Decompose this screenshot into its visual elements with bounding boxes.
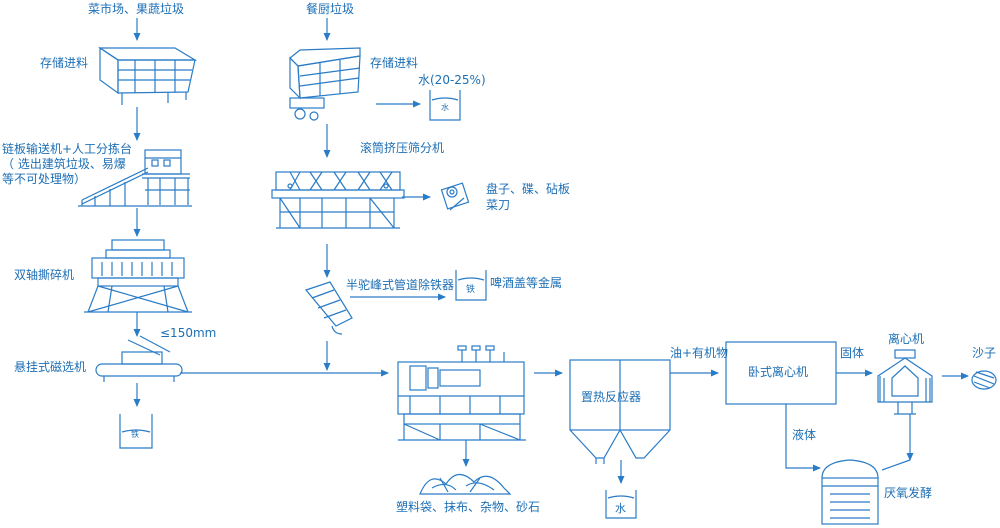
twin-shaft-shredder: [84, 239, 192, 313]
kitchen-waste-label: 餐厨垃圾: [306, 2, 355, 16]
particle-size-label: ≤150mm: [160, 326, 217, 340]
iron-tag-mid: 铁: [466, 283, 475, 295]
water-tag-top: 水: [441, 102, 449, 112]
plastic-bags-label: 塑料袋、抹布、杂物、砂石: [396, 500, 541, 514]
pipeline-iron-remover: [304, 281, 353, 335]
suspended-magnetic-label: 悬挂式磁选机: [14, 360, 87, 374]
anaerobic-digester: [821, 459, 879, 525]
chain-conveyor-sorting-platform: [78, 149, 192, 207]
centrifuge-label: 离心机: [888, 332, 925, 346]
twin-shaft-shredder-label: 双轴撕碎机: [14, 268, 75, 282]
water-container: [429, 90, 461, 121]
chain-conveyor-note-label: （ 选出建筑垃圾、易爆等不可处理物）: [2, 157, 126, 186]
centrifuge: [877, 349, 933, 415]
drum-extrusion-screen: [271, 171, 405, 229]
iron-collection-bin-left: [119, 414, 153, 449]
water-tag-bottom: 水: [615, 502, 626, 515]
storage-feed-right-label: 存储进料: [370, 56, 419, 70]
storage-feed-left-label: 存储进料: [40, 56, 89, 70]
drum-screen-label: 滚筒挤压筛分机: [360, 141, 445, 155]
iron-tag-left: 铁: [131, 429, 139, 439]
solid-label: 固体: [840, 346, 865, 360]
decanter-centrifuge-box: [725, 341, 837, 405]
storage-hopper-right: [289, 47, 361, 121]
oil-organic-label: 油+有机物: [670, 346, 729, 360]
heat-reactor-label: 置热反应器: [581, 390, 642, 404]
sand-output-icon: [971, 370, 997, 390]
kitchen-knife-label: 菜刀: [486, 198, 511, 212]
heat-reactor: [569, 359, 671, 464]
chain-conveyor-label: 链板输送机+人工分拣台: [2, 142, 133, 156]
separation-machine: [397, 345, 526, 441]
tableware-label: 盘子、碟、砧板: [486, 182, 571, 196]
veg-market-waste-label: 菜市场、果蔬垃圾: [88, 2, 185, 16]
flow-arrows: [133, 18, 969, 484]
suspended-magnetic-separator: [95, 335, 183, 382]
water-collection-bin: [605, 490, 637, 519]
pipeline-iron-remover-label: 半驼峰式管道除铁器: [346, 278, 455, 292]
liquid-label: 液体: [792, 428, 817, 442]
decanter-centrifuge-label: 卧式离心机: [748, 365, 809, 379]
iron-collection-bin-mid: [455, 270, 487, 301]
anaerobic-label: 厌氧发酵: [884, 486, 933, 500]
bottle-caps-label: 啤酒盖等金属: [490, 276, 563, 290]
tableware-icon: [440, 182, 470, 211]
sand-label: 沙子: [972, 346, 997, 360]
water-ratio-label: 水(20-25%): [418, 73, 486, 87]
storage-hopper-left: [98, 46, 198, 105]
waste-pile-icon: [419, 473, 512, 495]
